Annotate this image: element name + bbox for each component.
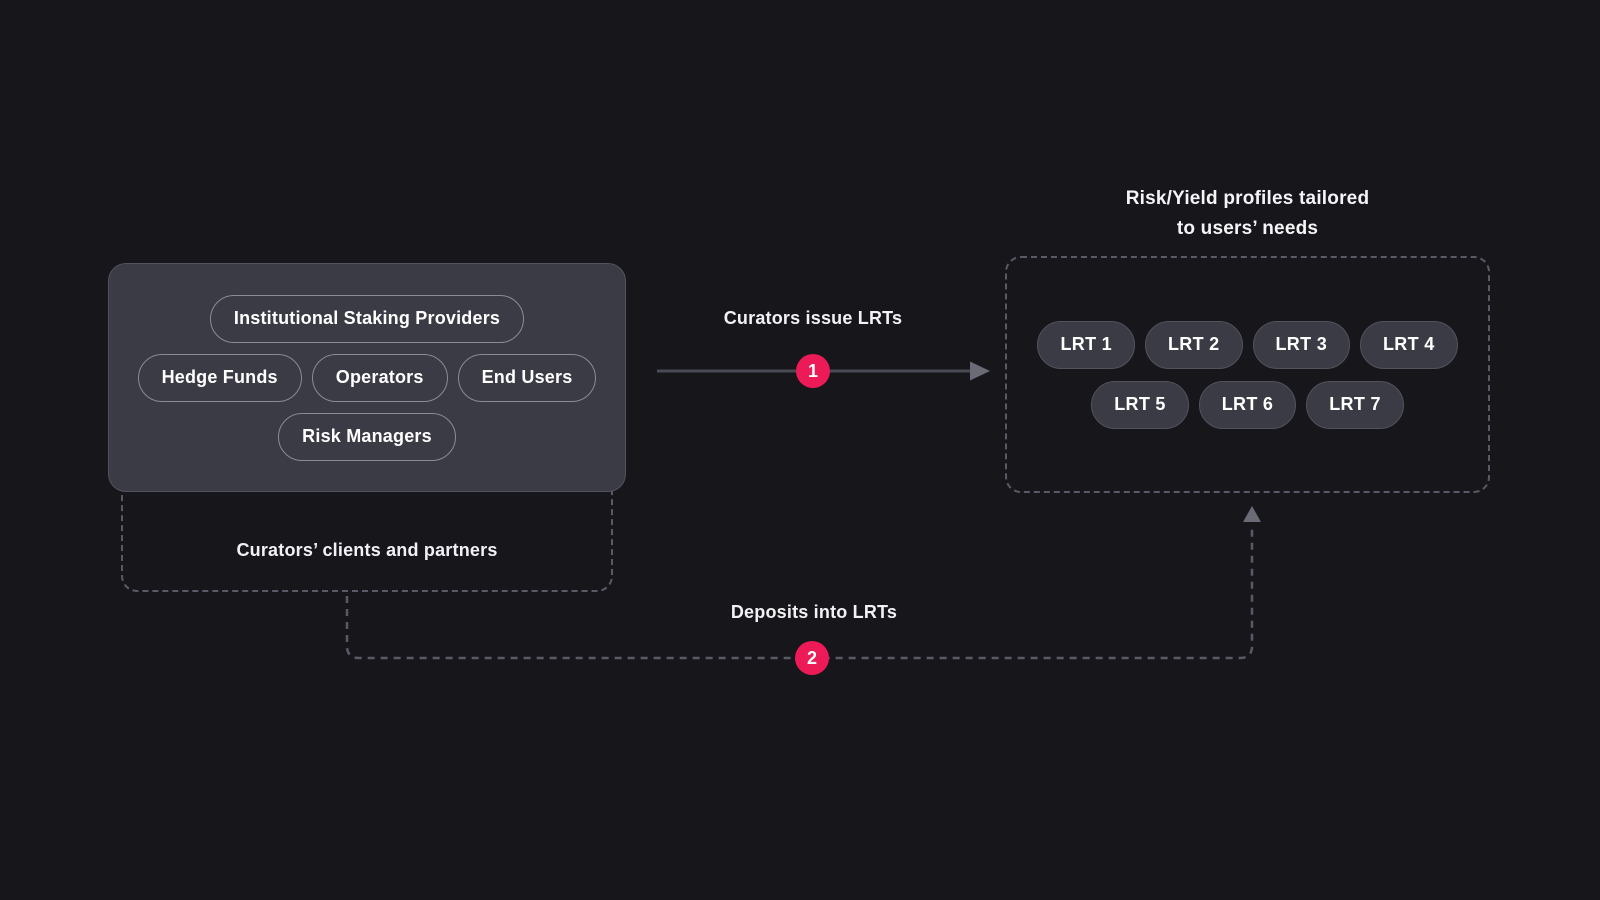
pill-hedge-funds: Hedge Funds [137, 353, 302, 402]
pill-lrt-3: LRT 3 [1252, 320, 1351, 369]
pill-risk-managers: Risk Managers [278, 412, 456, 461]
lrt-rows: LRT 1 LRT 2 LRT 3 LRT 4 LRT 5 LRT 6 LRT … [1037, 320, 1458, 429]
lrt-box-title: Risk/Yield profiles tailored to users’ n… [1005, 184, 1490, 244]
clients-pill-row: Hedge Funds Operators End Users [137, 353, 597, 402]
pill-lrt-6: LRT 6 [1198, 380, 1297, 429]
pill-lrt-7: LRT 7 [1306, 380, 1404, 429]
lrt-box-title-line2: to users’ needs [1176, 218, 1319, 239]
pill-lrt-1: LRT 1 [1037, 320, 1135, 369]
clients-caption: Curators’ clients and partners [236, 540, 498, 560]
pill-operators: Operators [311, 353, 448, 402]
flow2-step-badge: 2 [795, 641, 829, 675]
flow1-step-badge: 1 [796, 354, 830, 388]
flow1-arrowhead-icon [970, 361, 990, 381]
clients-pill-row: Institutional Staking Providers [209, 294, 525, 343]
lrt-pill-row: LRT 1 LRT 2 LRT 3 LRT 4 [1037, 320, 1458, 369]
flow1-label: Curators issue LRTs [723, 308, 903, 328]
pill-lrt-5: LRT 5 [1091, 380, 1189, 429]
pill-institutional-staking-providers: Institutional Staking Providers [209, 294, 525, 343]
lrt-pill-row: LRT 5 LRT 6 LRT 7 [1091, 380, 1404, 429]
flow2-label: Deposits into LRTs [730, 602, 898, 622]
flow2-arrowhead-icon [1243, 506, 1261, 522]
lrt-box: LRT 1 LRT 2 LRT 3 LRT 4 LRT 5 LRT 6 LRT … [1005, 256, 1490, 493]
lrt-box-title-line1: Risk/Yield profiles tailored [1125, 188, 1370, 209]
pill-lrt-4: LRT 4 [1360, 320, 1458, 369]
pill-end-users: End Users [457, 353, 597, 402]
clients-pill-row: Risk Managers [278, 412, 456, 461]
pill-lrt-2: LRT 2 [1144, 320, 1243, 369]
clients-box: Institutional Staking Providers Hedge Fu… [108, 263, 626, 492]
